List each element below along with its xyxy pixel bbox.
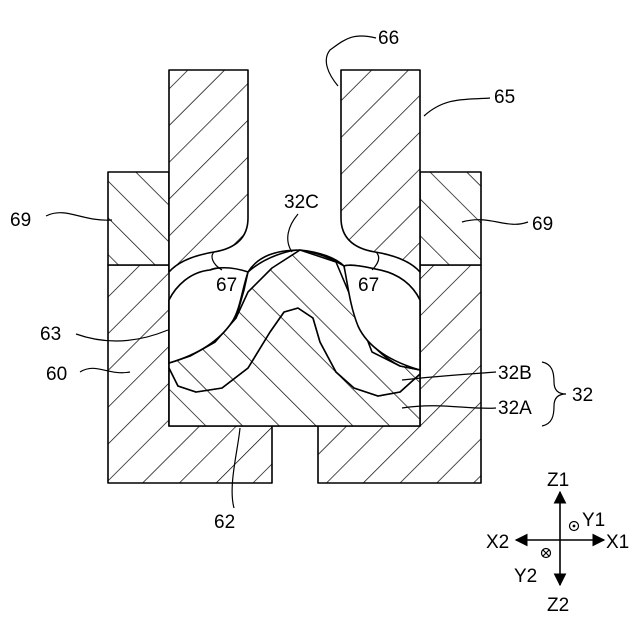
punch-65-right: [341, 70, 420, 272]
holder-69-right: [420, 172, 481, 265]
brace-32: [542, 362, 566, 426]
leader-holder-69-left: [46, 213, 112, 220]
coordinate-axes: Z1 Z2 X1 X2 Y1 Y2: [486, 470, 629, 616]
axis-label-y1: Y1: [582, 510, 605, 531]
axis-label-x2: X2: [486, 532, 509, 553]
leader-punch-65: [424, 98, 490, 116]
leader-tip-32c: [288, 214, 298, 252]
axis-label-z2: Z2: [547, 595, 569, 616]
leader-corner-67-right: [372, 252, 379, 270]
label-layer-32b: 32B: [498, 363, 532, 384]
label-die-60: 60: [46, 364, 67, 385]
axis-label-y2: Y2: [514, 566, 537, 587]
axis-label-z1: Z1: [547, 470, 569, 491]
label-layer-32a: 32A: [498, 398, 532, 419]
label-corner-67-right: 67: [358, 275, 379, 296]
label-holder-69-right: 69: [532, 214, 553, 235]
label-punch-65: 65: [494, 87, 515, 108]
label-tip-32c: 32C: [284, 192, 319, 213]
label-slot-66: 66: [378, 28, 399, 49]
axis-label-x1: X1: [606, 532, 629, 553]
axis-y1-dot: [573, 525, 576, 528]
label-cavity-63: 63: [40, 324, 61, 345]
label-holder-69-left: 69: [10, 210, 31, 231]
punch-65-left: [169, 70, 248, 272]
label-corner-67-left: 67: [216, 275, 237, 296]
label-member-32: 32: [572, 385, 593, 406]
label-groove-62: 62: [214, 512, 235, 533]
holder-69-left: [108, 172, 169, 265]
